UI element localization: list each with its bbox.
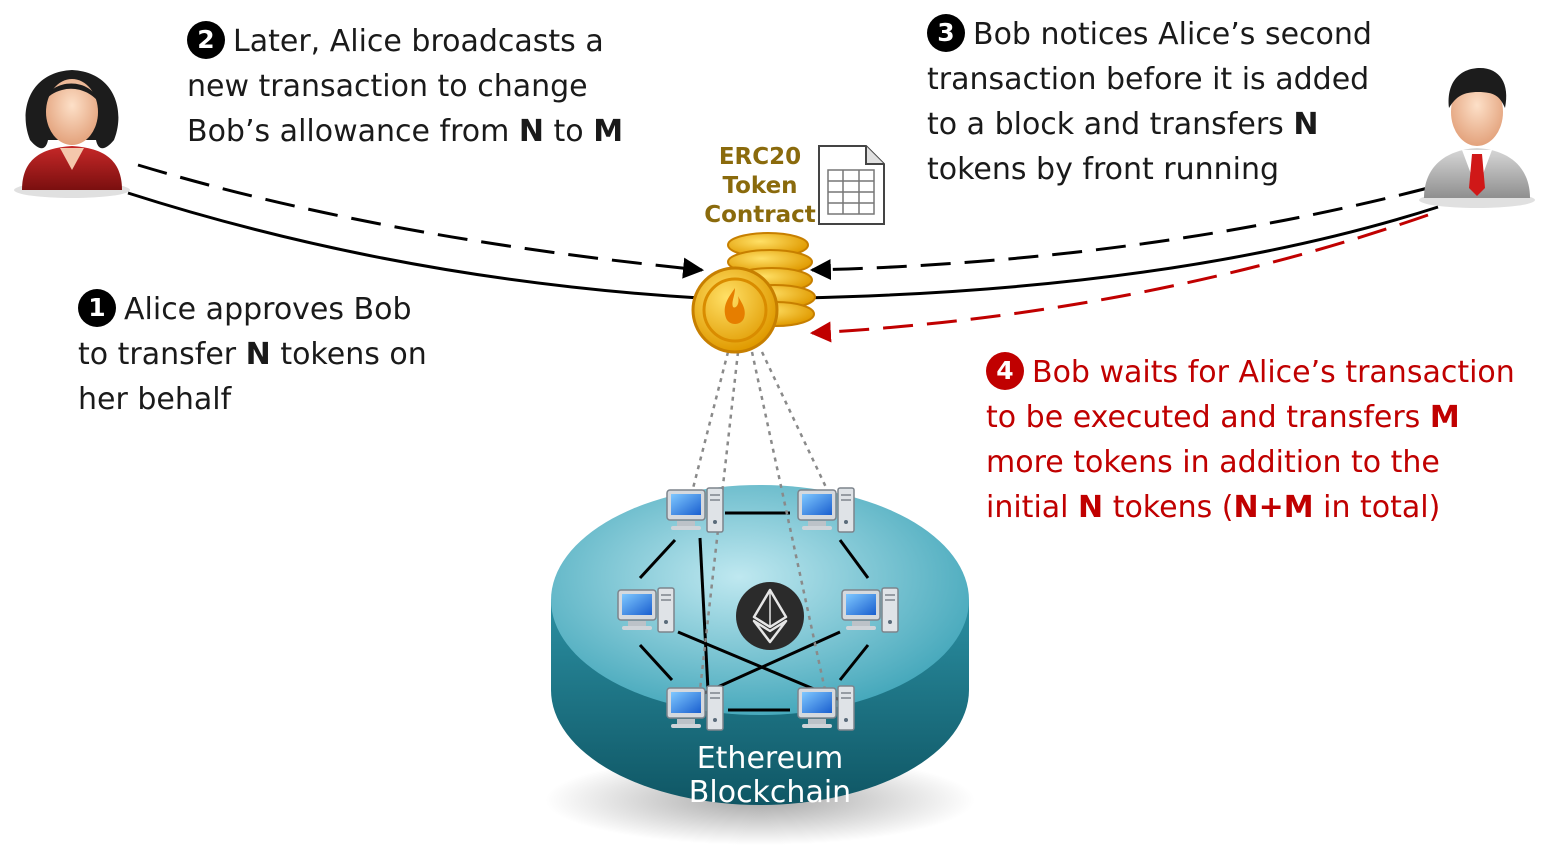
- blockchain-label-line-1: Ethereum: [696, 741, 844, 776]
- step-1-token-n: N: [245, 337, 271, 372]
- step-4-line-2: to be executed and transfers M: [986, 395, 1515, 440]
- step-3-line-1-text: Bob notices Alice’s second: [973, 17, 1372, 52]
- step-4-line-4-a: initial: [986, 490, 1079, 525]
- step-2-line-1-text: Later, Alice broadcasts a: [233, 24, 604, 59]
- step-number-badge: 3: [927, 14, 965, 52]
- contract-label-line-2: Token: [722, 173, 798, 199]
- computer-node-icon: [666, 685, 724, 731]
- step-number-badge: 2: [187, 21, 225, 59]
- step-number-badge: 1: [78, 289, 116, 327]
- bob-avatar-icon: [1419, 68, 1535, 208]
- step-4-token-total: N+M: [1233, 490, 1314, 525]
- contract-label-line-1: ERC20: [718, 144, 802, 170]
- step-2-line-2: new transaction to change: [187, 69, 588, 104]
- contract-label: ERC20 Token Contract: [690, 143, 830, 230]
- ethereum-logo-icon: [736, 582, 804, 650]
- contract-node-links: [688, 351, 834, 691]
- step-1-line-3: her behalf: [78, 382, 232, 417]
- step-2-line-3: Bob’s allowance from N to M: [187, 109, 623, 154]
- document-icon: [818, 145, 885, 225]
- coin-stack-icon: [691, 232, 816, 354]
- approve-line: [127, 191, 701, 300]
- blockchain-label: Ethereum Blockchain: [620, 742, 920, 810]
- step-4-line-2-a: to be executed and transfers: [986, 400, 1430, 435]
- bob-second-transfer-arrow: [809, 213, 1429, 343]
- step-2-token-n: N: [518, 114, 544, 149]
- alice-second-tx-arrow: [137, 163, 705, 279]
- step-1-line-2-c: tokens on: [270, 337, 427, 372]
- step-2-token-m: M: [593, 114, 624, 149]
- step-2-line-3-c: to: [543, 114, 594, 149]
- step-3-line-4: tokens by front running: [927, 152, 1280, 187]
- step-3-line-2: transaction before it is added: [927, 62, 1370, 97]
- step-2-line-3-a: Bob’s allowance from: [187, 114, 519, 149]
- step-1-line-1-text: Alice approves Bob: [124, 292, 412, 327]
- step-4-line-1-text: Bob waits for Alice’s transaction: [1032, 355, 1515, 390]
- step-4-line-3: more tokens in addition to the: [986, 445, 1440, 480]
- bob-frontrun-arrow: [809, 186, 1429, 281]
- step-4-line-4-e: in total): [1313, 490, 1441, 525]
- computer-node-icon: [797, 487, 855, 533]
- transaction-lines: [127, 163, 1439, 343]
- blockchain-label-line-2: Blockchain: [688, 775, 852, 810]
- step-3-line-3: to a block and transfers N: [927, 102, 1372, 147]
- computer-node-icon: [797, 685, 855, 731]
- step-4-line-4: initial N tokens (N+M in total): [986, 485, 1515, 530]
- contract-label-line-3: Contract: [704, 202, 816, 228]
- step-3-line-3-a: to a block and transfers: [927, 107, 1294, 142]
- network-links: [638, 511, 870, 712]
- alice-avatar-icon: [14, 70, 130, 198]
- computer-node-icon: [666, 487, 724, 533]
- step-1-line-2-a: to transfer: [78, 337, 246, 372]
- step-1-line-2: to transfer N tokens on: [78, 332, 427, 377]
- step-4-token-n: N: [1078, 490, 1104, 525]
- step-3-token-n: N: [1293, 107, 1319, 142]
- computer-node-icon: [841, 587, 899, 633]
- step-4-line-4-c: tokens (: [1103, 490, 1234, 525]
- step-4-token-m: M: [1429, 400, 1460, 435]
- step-number-badge: 4: [986, 352, 1024, 390]
- computer-node-icon: [617, 587, 675, 633]
- bob-line: [799, 205, 1439, 300]
